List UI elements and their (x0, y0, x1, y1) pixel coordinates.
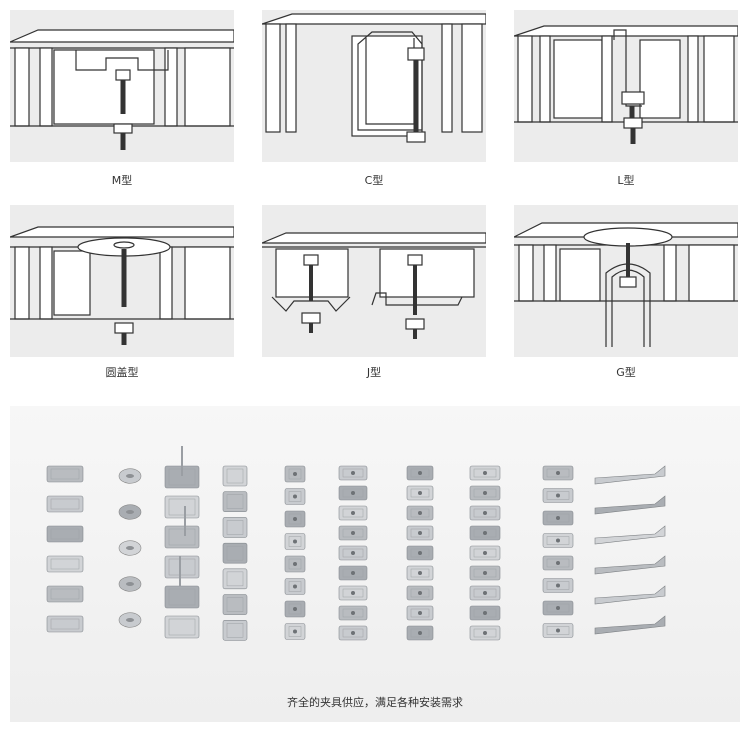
c-type-caption: C型 (364, 174, 384, 187)
l-type-diagram-panel (514, 10, 738, 162)
g-type-diagram-panel (514, 205, 738, 357)
photo-caption: 齐全的夹具供应，满足各种安装需求 (287, 696, 463, 709)
m-type-caption: M型 (111, 174, 133, 187)
j-type-diagram-panel (262, 205, 486, 357)
clip-assortment-photo-icon (46, 446, 666, 641)
g-type-caption: G型 (616, 366, 636, 379)
m-type-clip-diagram-icon (10, 29, 234, 150)
c-type-diagram-panel (262, 10, 486, 162)
g-type-clip-diagram-icon (514, 222, 738, 347)
l-type-caption: L型 (617, 174, 635, 187)
l-type-clip-diagram-icon (514, 25, 738, 144)
round-cover-diagram-panel (10, 205, 234, 357)
j-type-caption: J型 (366, 366, 382, 379)
j-type-clip-diagram-icon (262, 232, 486, 339)
round-cover-clip-diagram-icon (10, 226, 234, 345)
clip-assortment-photo: 齐全的夹具供应，满足各种安装需求 (10, 406, 740, 722)
m-type-diagram-panel (10, 10, 234, 162)
c-type-clip-diagram-icon (262, 13, 486, 143)
round-cover-caption: 圆盖型 (105, 366, 139, 379)
